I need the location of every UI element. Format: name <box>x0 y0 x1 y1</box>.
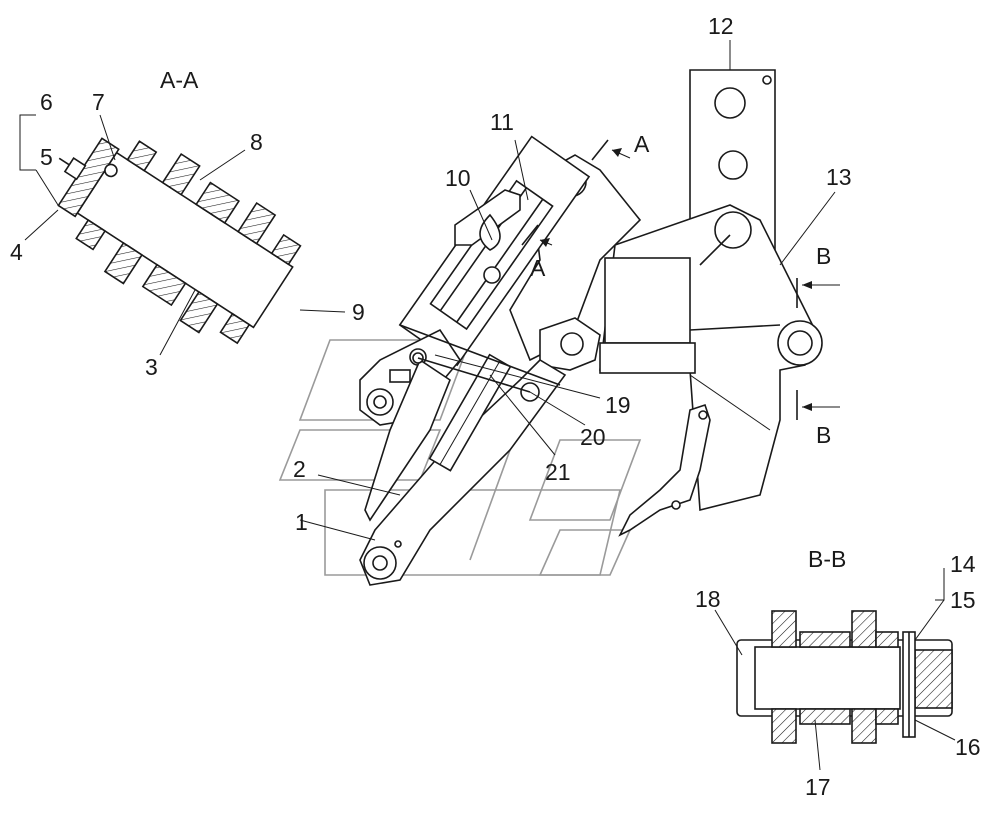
callout-7: 7 <box>92 89 105 115</box>
cut-markers: A A B B <box>521 131 840 448</box>
callout-6: 6 <box>40 89 53 115</box>
callout-12: 12 <box>708 13 734 39</box>
callout-5: 5 <box>40 144 53 170</box>
callout-14: 14 <box>950 551 976 577</box>
callout-18: 18 <box>695 586 721 612</box>
callout-10: 10 <box>445 165 471 191</box>
callout-4: 4 <box>10 239 23 265</box>
callout-16: 16 <box>955 734 981 760</box>
label-cut-a-top: A <box>634 131 650 157</box>
leaders-aa <box>19 114 346 356</box>
callout-20: 20 <box>580 424 606 450</box>
label-section-bb: B-B <box>808 546 846 572</box>
section-bb-view: B-B <box>714 546 956 771</box>
callout-labels: 1 2 3 4 5 6 7 8 9 10 11 12 13 14 15 16 1… <box>10 13 981 800</box>
callout-9: 9 <box>352 299 365 325</box>
callout-15: 15 <box>950 587 976 613</box>
label-cut-a-bottom: A <box>530 255 546 281</box>
label-cut-b-bottom: B <box>816 422 831 448</box>
label-section-aa: A-A <box>160 67 199 93</box>
label-cut-b-top: B <box>816 243 831 269</box>
callout-1: 1 <box>295 509 308 535</box>
callout-21: 21 <box>545 459 571 485</box>
callout-8: 8 <box>250 129 263 155</box>
callout-11: 11 <box>490 109 514 135</box>
callout-13: 13 <box>826 164 852 190</box>
callout-2: 2 <box>293 456 306 482</box>
leaders-main <box>299 40 836 541</box>
callout-3: 3 <box>145 354 158 380</box>
callout-17: 17 <box>805 774 831 800</box>
section-aa-view: A-A <box>57 67 302 345</box>
main-assembly <box>359 69 823 586</box>
callout-19: 19 <box>605 392 631 418</box>
